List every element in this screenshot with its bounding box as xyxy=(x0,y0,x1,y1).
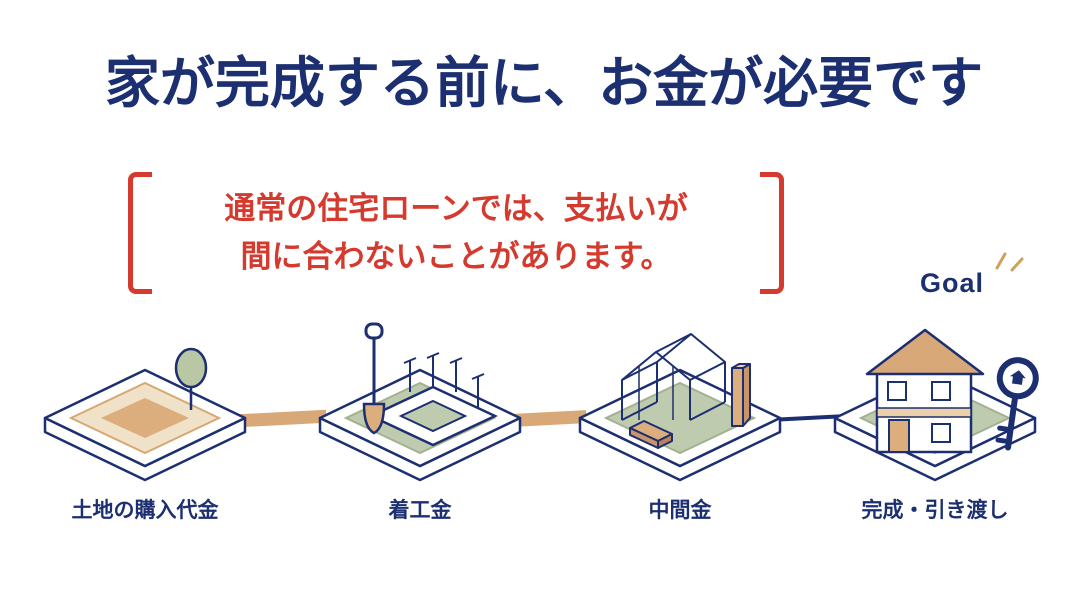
stage-label-completion: 完成・引き渡し xyxy=(861,499,1009,522)
page-title: 家が完成する前に、お金が必要です xyxy=(104,52,984,114)
stage-label-land: 土地の購入代金 xyxy=(71,499,219,522)
door xyxy=(888,419,910,453)
timber-frame xyxy=(621,333,726,421)
land-plot-icon xyxy=(43,347,247,482)
warning-text: 通常の住宅ローンでは、支払いが 間に合わないことがあります。 xyxy=(152,185,760,281)
stage-completion: 完成・引き渡し xyxy=(815,268,1055,524)
key-icon xyxy=(995,357,1039,451)
sparkle-icon xyxy=(995,252,1024,272)
stage-interim: 中間金 xyxy=(560,268,800,524)
groundbreaking-icon xyxy=(318,322,522,482)
house-icon xyxy=(865,328,985,454)
house-frame-icon xyxy=(578,333,782,482)
warning-callout: 通常の住宅ローンでは、支払いが 間に合わないことがあります。 xyxy=(128,170,784,296)
support-column xyxy=(731,363,751,427)
warning-line-1: 通常の住宅ローンでは、支払いが xyxy=(224,190,688,226)
warning-line-2: 間に合わないことがあります。 xyxy=(240,239,672,274)
window xyxy=(931,423,951,443)
lumber-stack xyxy=(629,420,673,449)
goal-label-group: Goal xyxy=(916,246,1036,302)
rebar-rods xyxy=(403,352,485,408)
stage-construction-start: 着工金 xyxy=(300,268,540,524)
right-bracket xyxy=(760,172,784,294)
goal-label: Goal xyxy=(920,268,985,298)
shovel-icon xyxy=(362,322,386,435)
stage-label-start: 着工金 xyxy=(388,499,452,522)
stage-land-purchase: 土地の購入代金 xyxy=(25,268,265,524)
stage-label-interim: 中間金 xyxy=(648,499,712,522)
window xyxy=(887,381,907,401)
completed-house-key-icon xyxy=(833,328,1039,482)
tree-icon xyxy=(174,347,208,389)
window xyxy=(931,381,951,401)
left-bracket xyxy=(128,172,152,294)
